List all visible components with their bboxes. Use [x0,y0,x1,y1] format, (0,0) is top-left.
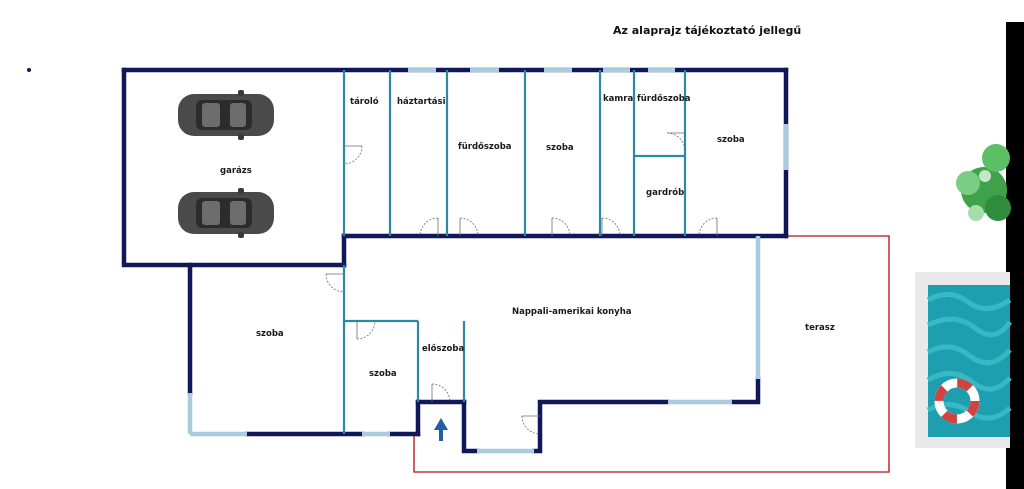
door-room-2[interactable] [698,217,718,237]
door-room-4[interactable] [356,320,376,340]
tree-icon [956,144,1011,221]
room-label-room-2: szoba [717,135,745,145]
windows [187,67,789,454]
exterior-walls [121,67,789,454]
room-label-living-kitchen: Nappali-amerikai konyha [512,307,632,317]
door-hall[interactable] [431,383,451,403]
room-label-bathroom-2: fürdőszoba [637,94,691,104]
door-bathroom-1[interactable] [459,217,479,237]
doors [325,132,718,435]
entrance-arrow-icon [434,418,448,441]
room-label-garage: garázs [220,166,252,176]
disclaimer-title: Az alaprajz tájékoztató jellegű [613,24,801,37]
door-terrace[interactable] [521,415,541,435]
door-utility[interactable] [419,217,439,237]
interior-walls [342,70,687,434]
door-room-3[interactable] [325,273,345,293]
room-label-utility: háztartási [397,97,446,107]
room-label-hall: előszoba [422,344,464,354]
image-edge-strip [1006,22,1024,489]
room-label-bathroom-1: fürdőszoba [458,142,512,152]
door-bathroom-2[interactable] [666,132,686,152]
room-label-wardrobe: gardrób [646,187,684,198]
lifebuoy-icon [934,378,980,424]
door-pantry[interactable] [601,217,621,237]
room-label-room-1: szoba [546,143,574,153]
room-label-room-4: szoba [369,369,397,379]
room-label-room-3: szoba [256,329,284,339]
room-label-storage: tároló [350,96,379,107]
terrace-outline [413,235,890,473]
door-storage[interactable] [343,145,363,165]
car-icon [178,188,274,238]
marker-dot [27,68,31,72]
room-label-terrace: terasz [805,323,835,333]
car-icon [178,90,274,140]
door-room-1[interactable] [551,217,571,237]
room-label-pantry: kamra [603,94,633,104]
